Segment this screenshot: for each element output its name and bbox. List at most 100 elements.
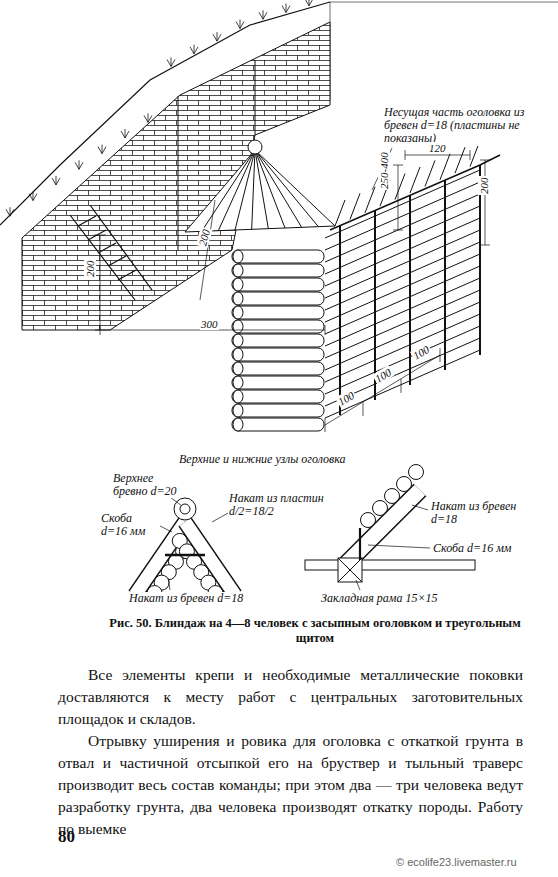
leader-line — [368, 545, 430, 548]
ground — [330, 2, 558, 100]
callout-text: Накат из бревен d=18 — [430, 500, 522, 526]
log-wall — [395, 174, 405, 200]
log-wall — [325, 141, 500, 418]
log-wall — [233, 320, 243, 333]
log-wall — [339, 225, 341, 415]
dimension-lines — [94, 150, 490, 432]
lower-node-detail — [409, 465, 424, 480]
watermark: © ecolife23.livemaster.ru — [396, 856, 517, 868]
log-wall — [232, 250, 324, 263]
triangular-shield — [202, 150, 255, 231]
triangular-shield — [255, 150, 318, 227]
grass — [236, 20, 244, 29]
dimension-label: 100 — [410, 342, 432, 362]
dimension-label: 300 — [200, 318, 219, 330]
log-wall — [232, 348, 324, 361]
body-paragraph: Отрывку уширения и ровика для оголовка с… — [58, 730, 523, 840]
upper-node-detail — [185, 522, 235, 595]
leader-line — [356, 580, 360, 590]
page-number: 80 — [58, 828, 75, 847]
grass — [121, 129, 129, 138]
trench-wall — [22, 22, 330, 330]
leader-line — [160, 526, 172, 532]
callout-text: Накат из пластин d/2=18/2 — [228, 492, 340, 518]
log-wall — [232, 376, 324, 389]
log-wall — [232, 320, 324, 333]
log-wall — [350, 193, 360, 219]
lower-node-detail — [338, 558, 362, 582]
leader-line — [168, 578, 170, 590]
lower-node-detail — [305, 560, 475, 570]
log-wall — [232, 404, 324, 417]
upper-node-detail — [165, 554, 205, 557]
log-wall — [335, 200, 345, 226]
log-wall — [444, 180, 446, 370]
triangular-shield — [255, 150, 285, 228]
callout-text: Скоба d=16 мм — [432, 542, 512, 555]
triangular-shield — [248, 140, 262, 154]
triangular-shield — [235, 150, 255, 230]
log-wall — [410, 167, 420, 193]
upper-node-detail — [174, 498, 196, 520]
grass — [6, 207, 14, 216]
grass — [98, 145, 106, 154]
callout-text: Верхнее бревно d=20 — [112, 472, 180, 498]
triangular-shield — [218, 150, 255, 231]
log-wall — [233, 264, 243, 277]
grass — [259, 10, 267, 19]
leader-line — [412, 505, 428, 510]
body-paragraph: Все элементы крепи и необходимые металли… — [58, 664, 523, 730]
dimension-lines — [393, 165, 403, 230]
log-wall — [233, 292, 243, 305]
log-wall — [233, 362, 243, 375]
grass — [282, 4, 290, 13]
log-wall — [233, 334, 243, 347]
ladder — [70, 205, 152, 300]
log-wall — [233, 306, 243, 319]
ladder — [70, 205, 152, 300]
dimension-label: 200 — [478, 177, 490, 196]
log-wall — [232, 390, 324, 403]
callout-text: Скоба d=16 мм — [100, 512, 160, 538]
callout-text: Несущая часть оголовка из бревен d=18 (п… — [383, 106, 550, 146]
dimension-lines — [94, 235, 106, 330]
grass — [75, 160, 83, 169]
log-wall — [233, 348, 243, 361]
triangular-shield — [255, 150, 302, 227]
trench-wall — [22, 22, 330, 330]
callout-text: Накат из бревен d=18 — [128, 592, 244, 605]
log-wall — [233, 390, 243, 403]
log-wall — [232, 306, 324, 319]
log-wall — [365, 187, 375, 213]
log-wall — [233, 404, 243, 417]
log-wall — [233, 278, 243, 291]
log-wall — [233, 418, 243, 431]
log-wall — [232, 292, 324, 305]
leader-line — [372, 148, 392, 190]
leader-line — [372, 148, 392, 190]
dimension-lines — [200, 200, 215, 300]
log-wall — [232, 362, 324, 375]
grass — [52, 176, 60, 185]
log-wall — [232, 250, 324, 431]
triangular-shield — [185, 140, 335, 232]
lower-node-detail — [359, 528, 361, 560]
callout-text: Закладная рама 15×15 — [320, 592, 439, 605]
lower-node-detail — [345, 490, 420, 565]
dimension-label: 120 — [428, 142, 447, 154]
grass — [190, 45, 198, 54]
triangular-shield — [185, 150, 335, 232]
grass — [213, 32, 221, 41]
grass — [167, 57, 175, 66]
log-wall — [330, 155, 500, 230]
dimension-lines — [325, 348, 440, 432]
dimension-label: 250-400 — [378, 151, 390, 190]
log-wall — [233, 376, 243, 389]
log-wall — [325, 350, 480, 418]
lower-node-detail — [338, 558, 362, 582]
log-wall — [232, 418, 324, 431]
grass — [305, 0, 313, 6]
figure-subtitle: Верхние и нижние узлы оголовка — [178, 453, 347, 466]
ladder — [78, 216, 136, 280]
log-wall — [440, 154, 450, 180]
